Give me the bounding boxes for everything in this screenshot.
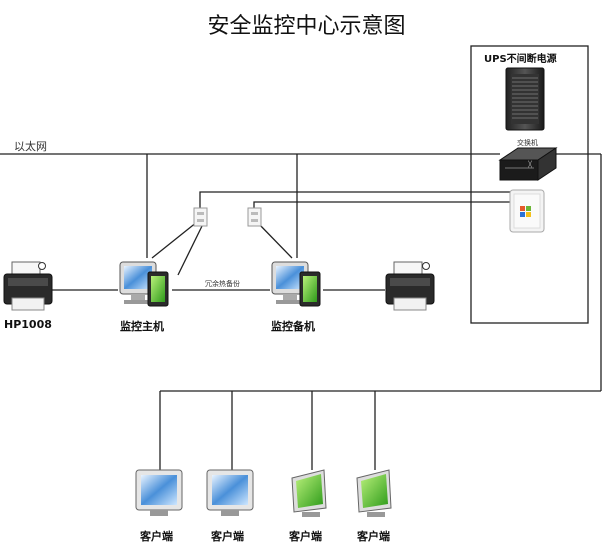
socket-b-to-windows — [253, 201, 510, 210]
client-label-2: 客户端 — [211, 530, 244, 543]
client-monitor-icon-4 — [356, 469, 392, 517]
svg-text:╳: ╳ — [527, 160, 532, 168]
client-label-4: 客户端 — [357, 530, 390, 543]
socket-a-to-backup — [177, 223, 204, 276]
primary-host-label: 监控主机 — [120, 320, 164, 333]
server-rack-icon — [505, 67, 545, 131]
backup-to-socket-b — [256, 221, 293, 259]
page-title: 安全监控中心示意图 — [207, 14, 406, 39]
client-label-1: 客户端 — [140, 530, 173, 543]
printer-label: HP1008 — [4, 318, 52, 331]
wall-socket-icon-a — [193, 207, 208, 227]
printer-icon-left — [3, 261, 53, 311]
backup-host-icon — [271, 261, 321, 307]
client-label-3: 客户端 — [289, 530, 322, 543]
ups-label: UPS不间断电源 — [484, 54, 557, 65]
client-monitor-icon-1 — [135, 469, 183, 516]
printer-icon-right — [385, 261, 435, 311]
switch-label: 交换机 — [517, 139, 538, 147]
primary-to-socket-a — [151, 221, 198, 259]
windows-server-icon — [509, 189, 545, 233]
connection-lines — [0, 153, 602, 470]
socket-a-to-windows — [199, 191, 510, 210]
backup-host-label: 监控备机 — [271, 320, 315, 333]
client-monitor-icon-2 — [206, 469, 254, 516]
network-switch-icon: ╳ — [498, 147, 558, 181]
wall-socket-icon-b — [247, 207, 262, 227]
client-monitor-icon-3 — [291, 469, 327, 517]
primary-host-icon — [119, 261, 169, 307]
hot-backup-label: 冗余热备份 — [205, 280, 240, 288]
ups-enclosure — [470, 45, 589, 324]
ethernet-label: 以太网 — [14, 140, 47, 153]
